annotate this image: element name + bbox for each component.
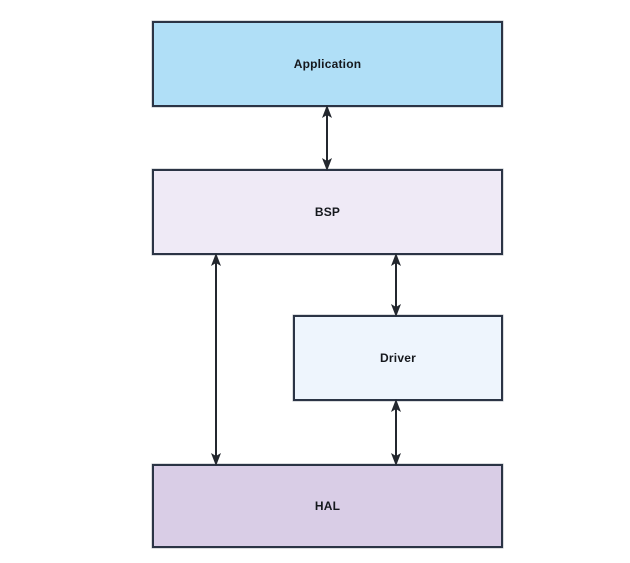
node-application-label: Application: [293, 57, 362, 71]
node-application[interactable]: Application: [152, 21, 503, 107]
node-driver[interactable]: Driver: [293, 315, 503, 401]
node-driver-label: Driver: [380, 351, 416, 365]
node-hal-label: HAL: [314, 499, 341, 513]
edge-application-bsp: [322, 105, 332, 171]
edge-driver-hal: [391, 399, 401, 466]
edge-bsp-driver: [391, 253, 401, 317]
node-hal[interactable]: HAL: [152, 464, 503, 548]
node-bsp[interactable]: BSP: [152, 169, 503, 255]
node-bsp-label: BSP: [314, 205, 341, 219]
edge-bsp-hal: [211, 253, 221, 466]
